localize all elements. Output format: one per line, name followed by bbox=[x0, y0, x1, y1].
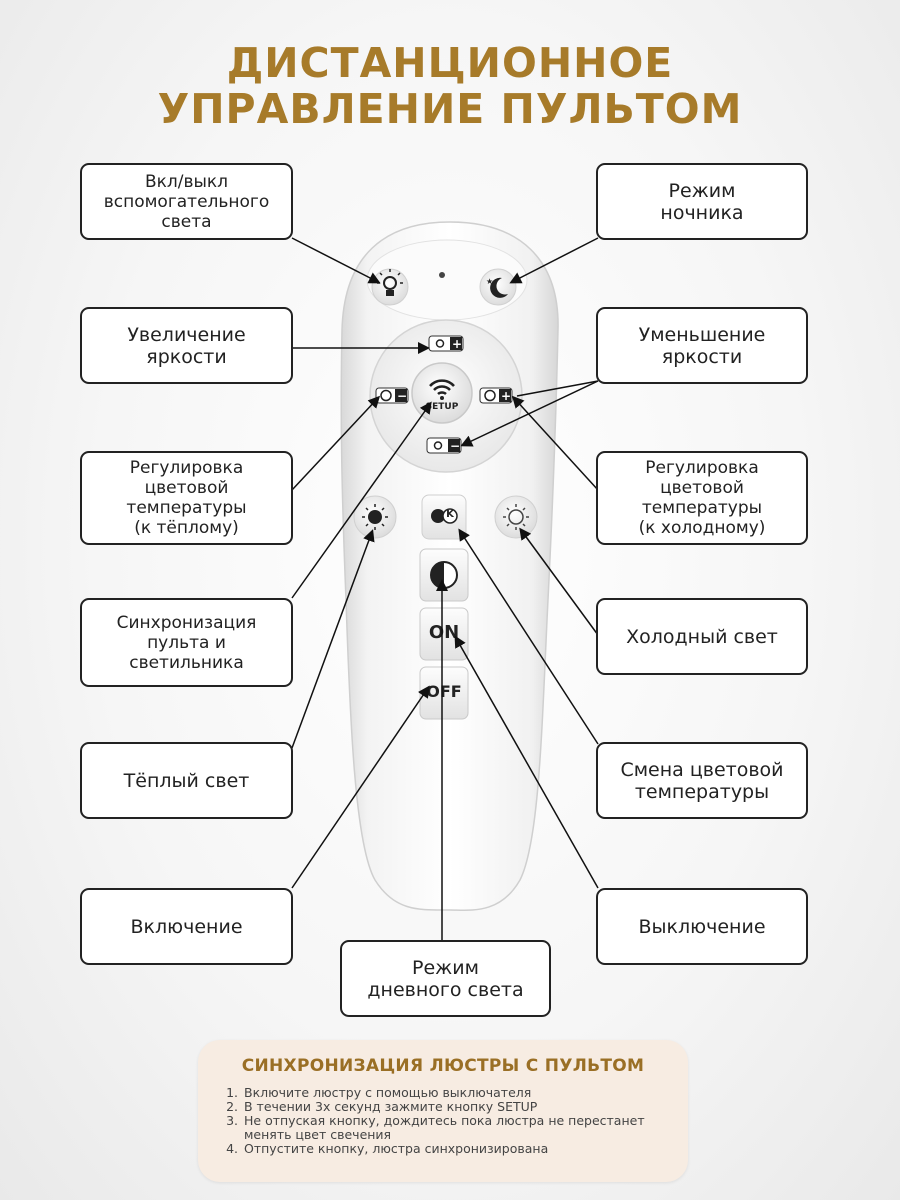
temp-warm-icon: − bbox=[375, 387, 409, 404]
label-daylight: Режим дневного света bbox=[340, 940, 551, 1017]
night-mode-button bbox=[479, 268, 517, 306]
svg-text:★: ★ bbox=[486, 277, 493, 286]
title-line-2: УПРАВЛЕНИЕ ПУЛЬТОМ bbox=[157, 85, 743, 133]
wifi-icon bbox=[429, 379, 455, 400]
cold-sun-icon bbox=[503, 504, 529, 530]
temp-cold-icon: + bbox=[479, 387, 513, 404]
label-temp-cold: Регулировка цветовой температуры (к холо… bbox=[596, 451, 808, 545]
warm-sun-icon bbox=[362, 504, 388, 530]
cold-light-button bbox=[494, 495, 538, 539]
label-temp-change: Смена цветовой температуры bbox=[596, 742, 808, 819]
indicator-led bbox=[439, 272, 445, 278]
label-cold-light: Холодный свет bbox=[596, 598, 808, 675]
title-line-1: ДИСТАНЦИОННОЕ bbox=[226, 39, 674, 87]
brightness-down-icon: − bbox=[426, 437, 462, 454]
svg-text:+: + bbox=[501, 389, 511, 403]
label-temp-warm: Регулировка цветовой температуры (к тёпл… bbox=[80, 451, 293, 545]
svg-text:+: + bbox=[452, 337, 462, 351]
label-brightness-up: Увеличение яркости bbox=[80, 307, 293, 384]
setup-label: SETUP bbox=[425, 402, 459, 412]
moon-icon: ★ bbox=[486, 277, 508, 298]
temp-change-icon bbox=[431, 508, 458, 524]
label-night-mode: Режим ночника bbox=[596, 163, 808, 240]
label-power-on: Включение bbox=[80, 888, 293, 965]
label-brightness-down: Уменьшение яркости bbox=[596, 307, 808, 384]
instruction-step: Не отпуская кнопку, дождитесь пока люстр… bbox=[242, 1114, 658, 1142]
label-warm-light: Тёплый свет bbox=[80, 742, 293, 819]
label-power-off: Выключение bbox=[596, 888, 808, 965]
svg-text:−: − bbox=[450, 439, 460, 453]
instructions-list: Включите люстру с помощью выключателя В … bbox=[228, 1086, 658, 1156]
on-label: ON bbox=[428, 622, 460, 643]
label-sync: Синхронизация пульта и светильника bbox=[80, 598, 293, 687]
svg-text:−: − bbox=[397, 389, 407, 403]
sync-instructions: СИНХРОНИЗАЦИЯ ЛЮСТРЫ С ПУЛЬТОМ Включите … bbox=[198, 1040, 688, 1182]
label-aux-light: Вкл/выкл вспомогательного света bbox=[80, 163, 293, 240]
instructions-title: СИНХРОНИЗАЦИЯ ЛЮСТРЫ С ПУЛЬТОМ bbox=[241, 1056, 645, 1076]
off-label: OFF bbox=[426, 682, 462, 701]
temp-change-k-label: K bbox=[446, 509, 454, 520]
brightness-up-icon: + bbox=[428, 335, 464, 352]
instruction-step: В течении 3х секунд зажмите кнопку SETUP bbox=[242, 1100, 658, 1114]
instruction-step: Отпустите кнопку, люстра синхронизирован… bbox=[242, 1142, 658, 1156]
instruction-step: Включите люстру с помощью выключателя bbox=[242, 1086, 658, 1100]
